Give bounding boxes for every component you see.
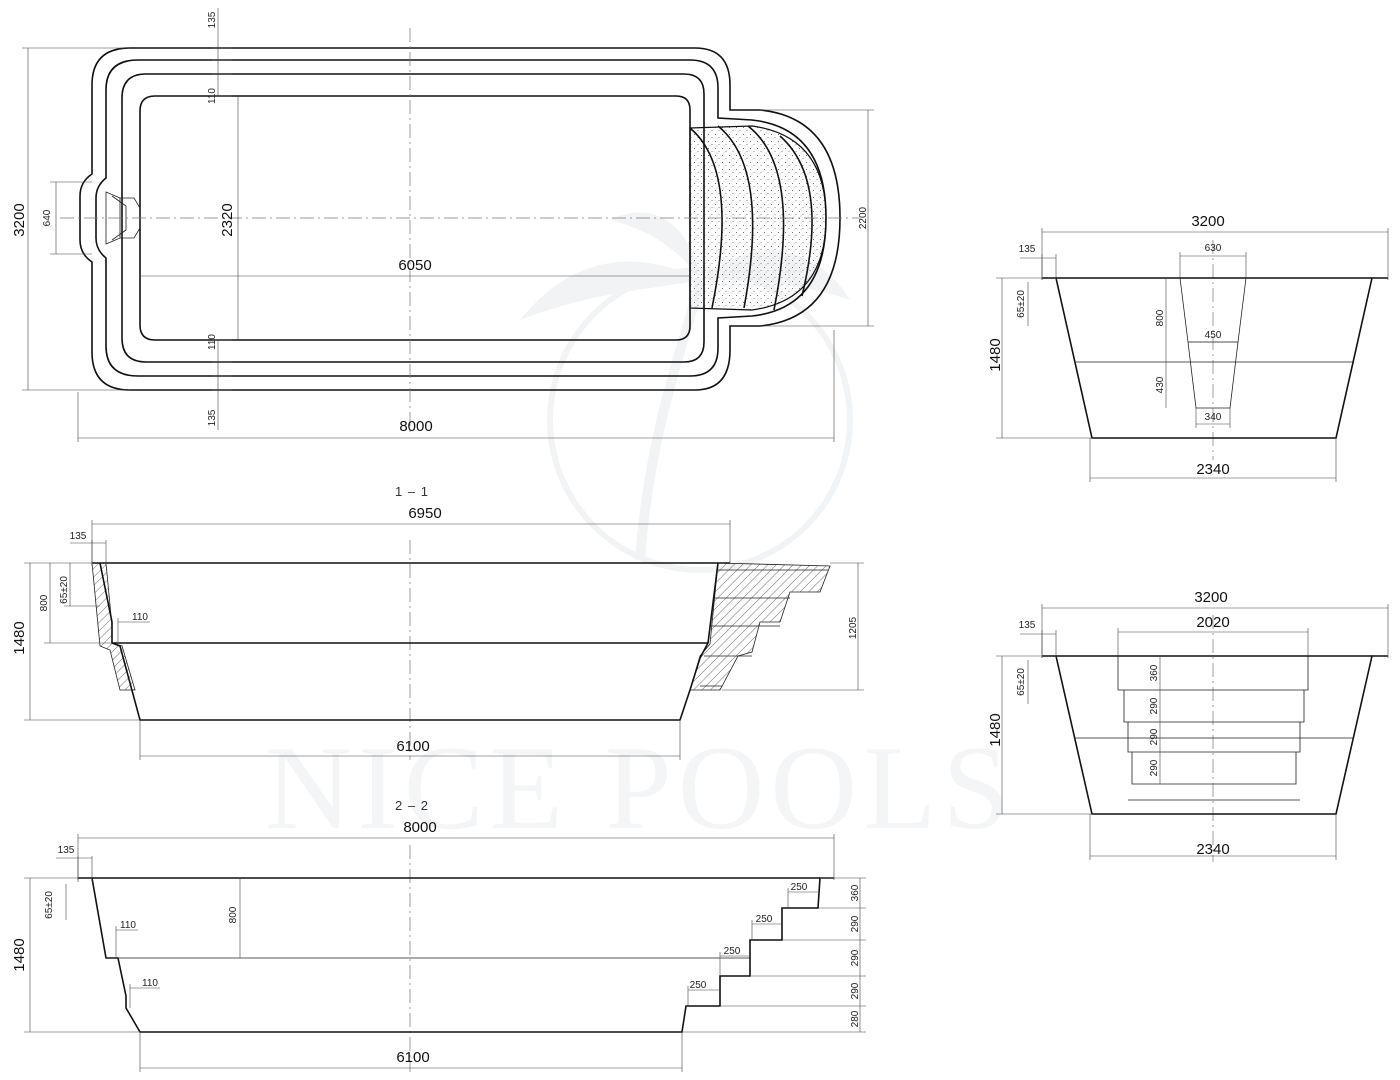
section-1-1-rim: 135 <box>70 531 87 542</box>
section-1-1-ledge: 110 <box>132 612 148 623</box>
plan-inner-width: 2320 <box>219 203 236 236</box>
section-2-2-tread-4: 250 <box>690 980 707 991</box>
plan-step-bottom: 110 <box>207 334 218 350</box>
section-2-2-waterline: 65±20 <box>44 891 55 919</box>
section-1-1: 1 – 1 695 <box>11 484 864 760</box>
plan-stair-2 <box>717 125 754 309</box>
cross-section-a-bottom-width: 2340 <box>1196 461 1229 478</box>
cross-section-a-dimension-lines <box>996 228 1389 482</box>
cross-section-b-riser-1: 360 <box>1149 664 1160 681</box>
section-1-1-top-length: 6950 <box>408 505 441 522</box>
section-1-1-right-hatch <box>689 562 831 691</box>
cross-section-a-skimmer-upper-h: 800 <box>1155 309 1166 326</box>
section-2-2-tread-3: 250 <box>724 946 741 957</box>
plan-ledge-outline <box>121 73 705 363</box>
section-2-2-riser-2: 290 <box>850 915 861 932</box>
cross-section-a-shell <box>1042 277 1388 439</box>
plan-step-top: 110 <box>207 88 218 104</box>
cross-section-a-skimmer-lower-h: 430 <box>1155 376 1166 393</box>
section-2-2-rim: 135 <box>58 845 75 856</box>
plan-outer-outline <box>79 47 841 391</box>
cross-section-a-rim: 135 <box>1019 244 1036 255</box>
section-2-2-ledge-2: 110 <box>142 978 158 989</box>
cross-section-b-riser-4: 290 <box>1149 759 1160 776</box>
cross-section-b-top-width: 3200 <box>1194 589 1227 606</box>
plan-rim-outline <box>95 59 827 377</box>
plan-overall-width: 3200 <box>11 203 28 236</box>
section-2-2-tread-2: 250 <box>756 914 773 925</box>
section-1-1-waterline: 65±20 <box>59 576 70 604</box>
section-2-2-top-length: 8000 <box>403 819 436 836</box>
plan-view: 8000 3200 6050 2320 135 110 110 135 640 … <box>11 8 874 442</box>
plan-stair-1 <box>689 127 723 309</box>
cross-section-b-waterline: 65±20 <box>1016 668 1027 696</box>
cross-section-b-stair-treads <box>1124 689 1304 801</box>
section-2-2-riser-5: 280 <box>850 1010 861 1027</box>
cross-section-b-stair-width: 2020 <box>1196 614 1229 631</box>
plan-rim-bottom: 135 <box>207 409 218 426</box>
section-1-1-dimension-lines <box>24 520 864 760</box>
section-2-2: 2 – 2 <box>11 798 866 1072</box>
cross-section-a-skimmer-mid: 450 <box>1205 330 1222 341</box>
section-2-2-ledge-1: 110 <box>120 920 136 931</box>
section-2-2-ledge-depth: 800 <box>228 906 239 923</box>
section-2-2-riser-4: 290 <box>850 982 861 999</box>
section-2-2-tread-1: 250 <box>791 882 808 893</box>
section-1-1-shell <box>92 562 730 721</box>
section-1-1-stair-height: 1205 <box>848 616 859 639</box>
plan-dimension-lines <box>22 8 874 442</box>
section-1-1-label: 1 – 1 <box>395 484 429 499</box>
cross-section-skimmer: 3200 2340 135 1480 65±20 630 450 340 800… <box>987 213 1389 482</box>
section-2-2-depth: 1480 <box>11 938 28 971</box>
section-1-1-bottom-length: 6100 <box>396 738 429 755</box>
section-2-2-label: 2 – 2 <box>395 798 429 813</box>
cross-section-b-dimension-lines <box>996 604 1389 860</box>
cross-section-b-bottom-width: 2340 <box>1196 841 1229 858</box>
section-2-2-shell <box>78 877 834 1033</box>
plan-stair-width: 2200 <box>858 206 869 229</box>
section-2-2-bottom-length: 6100 <box>396 1049 429 1066</box>
section-1-1-stair-steps <box>700 569 828 687</box>
cross-section-a-skimmer-top: 630 <box>1205 243 1222 254</box>
cross-section-b-depth: 1480 <box>987 713 1004 746</box>
plan-stair-3 <box>747 125 785 311</box>
plan-inner-length: 6050 <box>398 257 431 274</box>
cross-section-b-stair-outline <box>1117 656 1309 785</box>
section-1-1-left-hatch <box>91 562 136 691</box>
section-2-2-riser-3: 290 <box>850 949 861 966</box>
cross-section-b-riser-2: 290 <box>1149 697 1160 714</box>
section-1-1-ledge-depth: 800 <box>39 594 50 611</box>
plan-rim-top: 135 <box>207 11 218 28</box>
cross-section-a-skimmer-bottom: 340 <box>1205 412 1222 423</box>
plan-overall-length: 8000 <box>399 418 432 435</box>
plan-skimmer-width: 640 <box>42 209 53 226</box>
section-2-2-dimension-lines <box>24 834 866 1072</box>
cross-section-a-waterline: 65±20 <box>1016 290 1027 318</box>
cross-section-stairs: 3200 2020 2340 135 1480 65±20 360 290 29… <box>987 589 1389 862</box>
cross-section-b-riser-3: 290 <box>1149 728 1160 745</box>
watermark-text: NICE POOLS <box>265 721 1015 854</box>
section-1-1-depth: 1480 <box>11 621 28 654</box>
section-2-2-riser-1: 360 <box>850 884 861 901</box>
plan-floor-outline <box>139 95 691 341</box>
cross-section-b-rim: 135 <box>1019 620 1036 631</box>
cross-section-a-depth: 1480 <box>987 338 1004 371</box>
plan-stair-4 <box>779 135 813 297</box>
cross-section-b-shell <box>1042 655 1388 815</box>
cross-section-a-top-width: 3200 <box>1191 213 1224 230</box>
